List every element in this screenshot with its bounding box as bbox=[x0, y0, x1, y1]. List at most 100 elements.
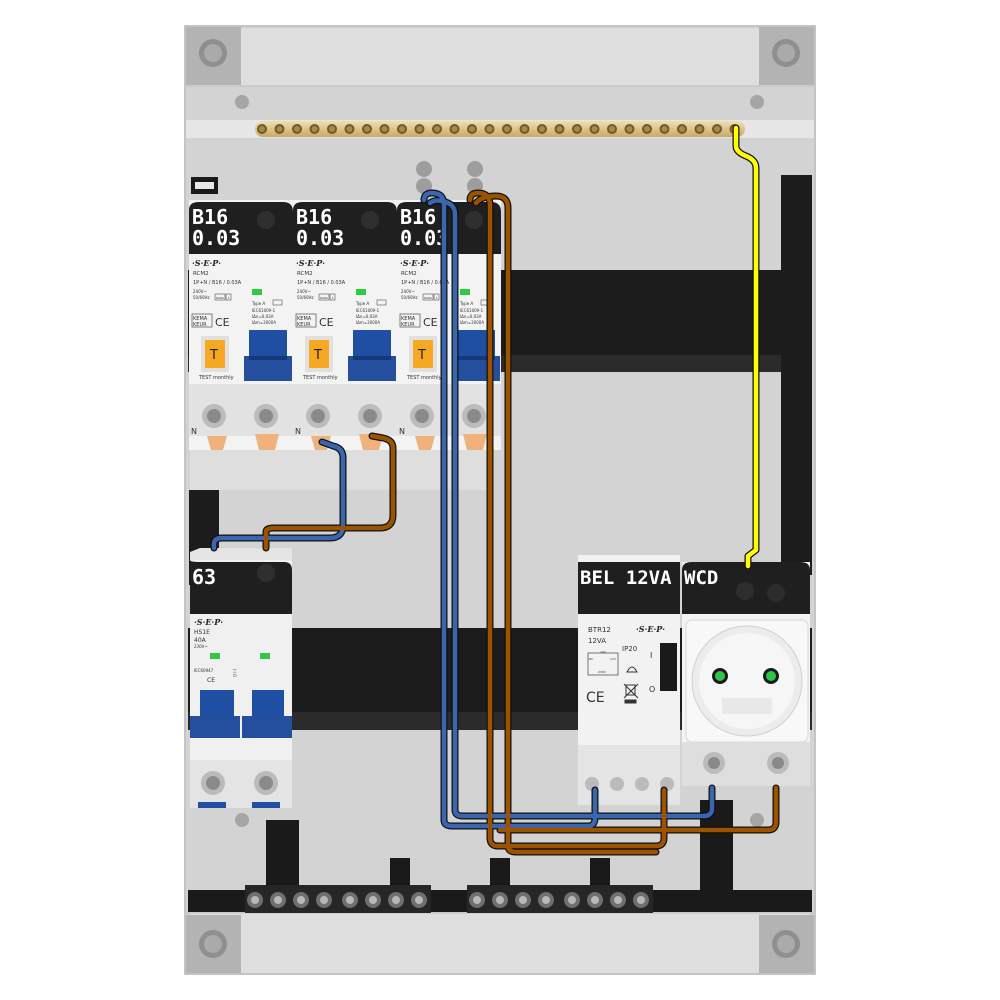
rcbo-sensitivity-label: 0.03 bbox=[192, 226, 240, 250]
rcbo-icn: 6000 bbox=[320, 296, 328, 300]
socket-label: WCD bbox=[684, 567, 718, 589]
bell-transformer-ce: CE bbox=[586, 690, 605, 706]
rcbo-voltage: 240V~ bbox=[297, 289, 311, 294]
rcbo-rating-label: B16 bbox=[296, 205, 332, 229]
test-instruction: TEST monthly bbox=[198, 375, 234, 381]
test-button-label: T bbox=[417, 348, 426, 363]
rcbo-standard: IEC61009-1 bbox=[252, 308, 276, 313]
test-button-label: T bbox=[313, 348, 322, 363]
rcbo-model: RCM2 bbox=[297, 271, 313, 277]
main-switch-label: 63 bbox=[192, 565, 216, 589]
main-switch-rating: 40A bbox=[194, 637, 207, 644]
main-switch[interactable]: 63 ·S·E·P· HS1E 40A 230V~ IEC60947 CE I … bbox=[190, 548, 292, 808]
earth-busbar bbox=[255, 121, 745, 137]
kema-keur-top: KEMA bbox=[401, 316, 416, 322]
rcbo-indicator bbox=[252, 289, 262, 295]
rcbo-rating: 1P+N / B16 / 0.03A bbox=[297, 280, 346, 286]
rcbo-sensitivity-label: 0.03 bbox=[296, 226, 344, 250]
bell-transformer-on-symbol: I bbox=[650, 651, 652, 660]
rcbo-indicator bbox=[356, 289, 366, 295]
rcbo-class: 3 bbox=[228, 296, 230, 300]
kema-keur-bottom: KEUR bbox=[193, 322, 207, 328]
bell-transformer-off-symbol: O bbox=[649, 685, 655, 694]
neutral-marker: N bbox=[295, 427, 301, 436]
bell-transformer-brand: ·S·E·P· bbox=[636, 624, 665, 634]
main-switch-brand: ·S·E·P· bbox=[194, 617, 223, 627]
kema-keur-bottom: KEUR bbox=[297, 322, 311, 328]
rcbo-class: 3 bbox=[436, 296, 438, 300]
rcbo-frequency: 50/60Hz bbox=[297, 295, 314, 300]
bell-transformer-v24: 24V bbox=[600, 650, 607, 654]
bell-icon bbox=[626, 666, 638, 673]
neutral-marker: N bbox=[191, 427, 197, 436]
rcbo-idm: IΔm=3000A bbox=[356, 320, 380, 325]
rcbo-idm: IΔm=3000A bbox=[252, 320, 276, 325]
bell-transformer-switch[interactable] bbox=[660, 643, 677, 691]
rcbo-toggle[interactable] bbox=[348, 330, 396, 381]
main-switch-toggle-left[interactable] bbox=[190, 690, 240, 738]
test-button[interactable]: T bbox=[305, 336, 333, 372]
wiring bbox=[210, 124, 780, 856]
rcbo-frequency: 50/60Hz bbox=[193, 295, 210, 300]
rcbo-rating: 1P+N / B16 / 0.03A bbox=[193, 280, 242, 286]
bell-transformer-rating: 12VA bbox=[588, 637, 606, 645]
bell-transformer-label: BEL 12VA bbox=[580, 567, 672, 589]
rcbo-indicator bbox=[460, 289, 470, 295]
weee-bin-icon bbox=[623, 683, 639, 704]
bell-transformer-ip: IP20 bbox=[622, 645, 637, 653]
kema-keur-mark bbox=[399, 313, 421, 328]
kema-keur-mark bbox=[191, 313, 213, 328]
enclosure-holes bbox=[235, 95, 764, 827]
rcbo-idn: IΔn=0,03A bbox=[252, 314, 274, 319]
rcbo-type: Type A bbox=[355, 301, 369, 306]
bell-transformer-model: BTR12 bbox=[588, 626, 611, 634]
rcbo-type: Type A bbox=[251, 301, 265, 306]
rcbo-model: RCM2 bbox=[193, 271, 209, 277]
rcbo-brand: ·S·E·P· bbox=[192, 258, 221, 268]
terminal-base bbox=[188, 800, 812, 913]
main-switch-note: IEC60947 bbox=[194, 668, 214, 673]
rcbo-ce: CE bbox=[215, 316, 230, 329]
rcbo-toggle[interactable] bbox=[244, 330, 292, 381]
rcbo-type: Type A bbox=[459, 301, 473, 306]
bell-transformer-v8: 8V bbox=[589, 657, 594, 661]
rcbo-sensitivity-label: 0.03 bbox=[400, 226, 448, 250]
bell-transformer: BEL 12VA BTR12 12VA ·S·E·P· IP20 I O 8V … bbox=[578, 555, 680, 805]
rcbo-idm: IΔm=3000A bbox=[460, 320, 484, 325]
rcbo-ce: CE bbox=[423, 316, 438, 329]
rcbo-icn: 6000 bbox=[216, 296, 224, 300]
rcbo-icn: 6000 bbox=[424, 296, 432, 300]
test-button[interactable]: T bbox=[409, 336, 437, 372]
rcbo-rating: 1P+N / B16 / 0.03A bbox=[401, 280, 450, 286]
test-button[interactable]: T bbox=[201, 336, 229, 372]
neutral-marker: N bbox=[399, 427, 405, 436]
rcbo-standard: IEC61009-1 bbox=[460, 308, 484, 313]
rcbo-rating-label: B16 bbox=[400, 205, 436, 229]
rcbo-idn: IΔn=0,03A bbox=[356, 314, 378, 319]
vertical-rail-right bbox=[781, 175, 812, 575]
test-instruction: TEST monthly bbox=[302, 375, 338, 381]
rcbo-rating-label: B16 bbox=[192, 205, 228, 229]
rcbo-standard: IEC61009-1 bbox=[356, 308, 380, 313]
rcbo-frequency: 50/60Hz bbox=[401, 295, 418, 300]
rcbo-idn: IΔn=0,03A bbox=[460, 314, 482, 319]
kema-keur-bottom: KEUR bbox=[401, 322, 415, 328]
rcbo-model: RCM2 bbox=[401, 271, 417, 277]
main-switch-ce: CE bbox=[207, 677, 215, 684]
bell-transformer-v230: 230V bbox=[598, 670, 607, 674]
rcbo-class: 3 bbox=[332, 296, 334, 300]
rcbo-brand: ·S·E·P· bbox=[296, 258, 325, 268]
main-switch-toggle-right[interactable] bbox=[242, 690, 292, 738]
rcbo-voltage: 240V~ bbox=[401, 289, 415, 294]
wall-socket-module: WCD bbox=[682, 562, 810, 786]
main-switch-sub: 230V~ bbox=[194, 644, 208, 649]
test-button-label: T bbox=[209, 348, 218, 363]
kema-keur-top: KEMA bbox=[193, 316, 208, 322]
socket-outlet[interactable] bbox=[712, 668, 779, 684]
rcbo-ce: CE bbox=[319, 316, 334, 329]
kema-keur-mark bbox=[295, 313, 317, 328]
